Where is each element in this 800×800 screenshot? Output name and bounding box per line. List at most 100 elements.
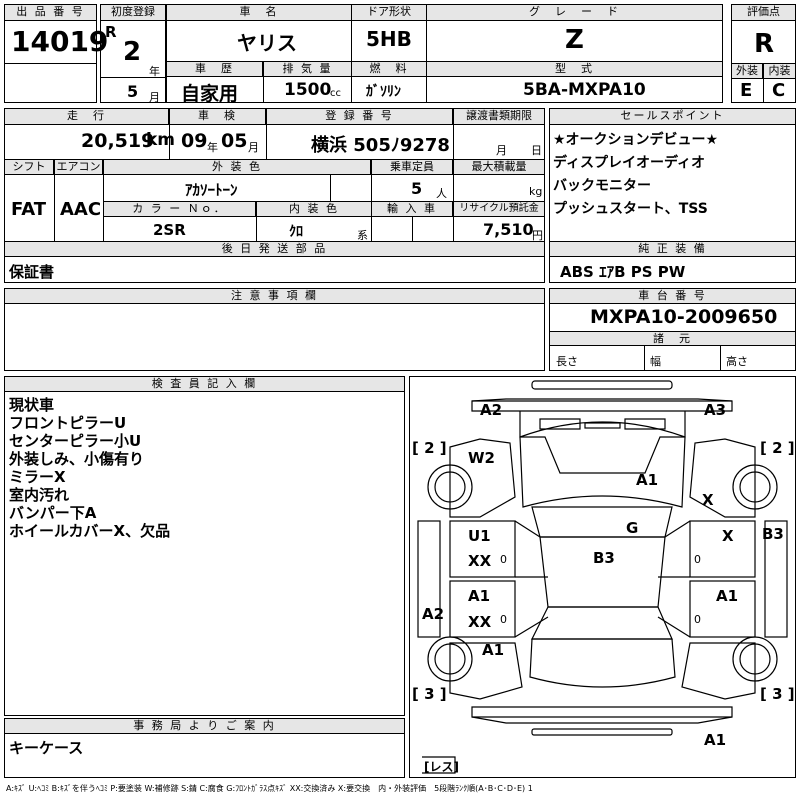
yen-unit: 円 [532, 229, 543, 242]
first-reg-label: 初度登録 [101, 5, 165, 21]
recycle-value: 7,510 [483, 220, 534, 239]
history-label: 車 歴 [167, 62, 263, 77]
inspector-label: 検 査 員 記 入 欄 [5, 377, 404, 392]
first-reg-month: 5 [127, 82, 139, 101]
mark-right-panel: B3 [762, 525, 784, 543]
cc-unit: cc [330, 88, 341, 99]
lot-number-box: 出 品 番 号 14019 [4, 4, 108, 103]
model-label: 型 式 [427, 62, 722, 77]
inspection-month-unit: 月 [248, 141, 259, 154]
color-no-value: 2SR [153, 221, 186, 239]
mark-left-rear-fender: A1 [482, 641, 505, 659]
vehicle-details-box: 走 行 車 検 登 録 番 号 譲渡書類期限 20,519 km 09 年 05… [4, 108, 545, 242]
mark-right-front-door: X [722, 527, 734, 545]
inspector-line: 室内汚れ [9, 486, 70, 504]
color-no-label: カ ラ ー Ｎｏ． [104, 202, 256, 217]
mark-roof: B3 [593, 549, 615, 567]
mark-tire-fl: [ 2 ] [412, 439, 447, 457]
year-unit: 年 [149, 65, 160, 78]
inspector-line: センターピラー小U [9, 432, 142, 450]
first-registration-box: 初度登録 R 2 年 5 月 [100, 4, 166, 104]
fuel-box: 燃 料 ｶﾞｿﾘﾝ [351, 61, 427, 103]
transfer-day-unit: 日 [531, 144, 542, 157]
recycle-label: リサイクル預託金 [454, 202, 544, 217]
interior-score: C [772, 80, 786, 101]
office-box: 事 務 局 よ り ご 案 内 キーケース [4, 718, 405, 778]
sales-point-item: バックモニター [553, 178, 651, 194]
score-value: R [754, 29, 775, 59]
car-diagram-box: A2 A3 [ 2 ] [ 2 ] W2 A1 X G U1 X B3 XX 0… [409, 376, 796, 778]
specs-label: 諸 元 [550, 332, 795, 346]
inspector-line: 現状車 [9, 396, 55, 414]
interior-color-label: 内 装 色 [257, 202, 371, 217]
reg-no-label: 登 録 番 号 [267, 109, 453, 125]
fuel-label: 燃 料 [352, 62, 426, 77]
office-label: 事 務 局 よ り ご 案 内 [5, 719, 404, 734]
office-value: キーケース [9, 739, 84, 757]
score-label: 評価点 [732, 5, 795, 21]
capacity-unit: 人 [436, 187, 447, 200]
inspector-line: ホイールカバーX、欠品 [9, 522, 171, 540]
car-name-box: 車 名 ヤリス [166, 4, 352, 62]
car-name-label: 車 名 [167, 5, 351, 21]
sales-point-item: プッシュスタート、TSS [553, 201, 708, 217]
inspection-year: 09 [181, 130, 208, 152]
score-box: 評価点 R 外装 内装 E C [731, 4, 796, 103]
grade-value: Z [565, 25, 584, 55]
lot-number: 14019 [11, 25, 109, 58]
later-parts-label: 後 日 発 送 部 品 [5, 242, 544, 257]
month-unit: 月 [149, 91, 160, 104]
ac-value: AAC [60, 199, 102, 220]
mark-glass: G [626, 519, 639, 537]
inspection-month: 05 [221, 130, 248, 152]
interior-color-value: ｸﾛ [289, 224, 303, 240]
length-label: 長さ [556, 355, 578, 368]
later-parts-value: 保証書 [9, 263, 55, 281]
interior-label: 内装 [764, 64, 795, 79]
model-box: 型 式 5BA-MXPA10 [426, 61, 723, 103]
shift-value: FAT [11, 199, 47, 220]
mark-tire-fr: [ 2 ] [760, 439, 795, 457]
mark-left-side: A2 [422, 605, 445, 623]
mark-left-rear-door: A1 [468, 587, 491, 605]
lot-number-label: 出 品 番 号 [5, 5, 96, 21]
chassis-box: 車 台 番 号 MXPA10-2009650 諸 元 長さ 幅 高さ [549, 288, 796, 371]
door-box: ドア形状 5HB [351, 4, 427, 62]
inspection-label: 車 検 [170, 109, 266, 125]
exterior-label: 外装 [732, 64, 763, 79]
car-name: ヤリス [237, 31, 297, 55]
sales-point-item: ★オークションデビュー★ [553, 132, 719, 148]
inspector-line: 外装しみ、小傷有り [9, 450, 145, 468]
interior-color-unit: 系 [357, 229, 368, 242]
mark-tire-rr: [ 3 ] [760, 685, 795, 703]
era-letter: R [105, 23, 117, 41]
mark-rear-bumper: A1 [704, 731, 727, 749]
transfer-month-unit: 月 [496, 144, 507, 157]
sales-points-label: セールスポイント [550, 109, 795, 125]
door-label: ドア形状 [352, 5, 426, 21]
chassis-label: 車 台 番 号 [550, 289, 795, 304]
height-label: 高さ [726, 355, 748, 368]
mark-tire-rl: [ 3 ] [412, 685, 447, 703]
inspector-line: ミラーX [9, 468, 66, 486]
model-value: 5BA-MXPA10 [523, 80, 646, 100]
mark-left-rear-door-2: XX [468, 613, 492, 631]
zero-mark: 0 [500, 553, 507, 566]
max-load-label: 最大積載量 [454, 160, 544, 175]
zero-mark: 0 [500, 613, 507, 626]
capacity-label: 乗車定員 [372, 160, 453, 175]
genuine-equipment-value: ABS ｴｱB PS PW [560, 263, 686, 281]
mark-front-left: A2 [480, 401, 503, 419]
km-unit: km [146, 130, 176, 150]
inspector-line: フロントピラーU [9, 414, 127, 432]
mark-left-front-door: U1 [468, 527, 491, 545]
genuine-equipment-box: 純 正 装 備 ABS ｴｱB PS PW [549, 241, 796, 283]
grade-box: グ レ ー ド Z [426, 4, 723, 62]
shift-label: シフト [5, 160, 54, 175]
displacement-value: 1500 [284, 80, 332, 100]
mileage-label: 走 行 [5, 109, 169, 125]
inspector-line: バンパー下A [9, 504, 97, 522]
mileage-value: 20,519 [81, 130, 155, 152]
capacity-value: 5 [411, 179, 423, 198]
sales-point-item: ディスプレイオーディオ [553, 155, 706, 171]
